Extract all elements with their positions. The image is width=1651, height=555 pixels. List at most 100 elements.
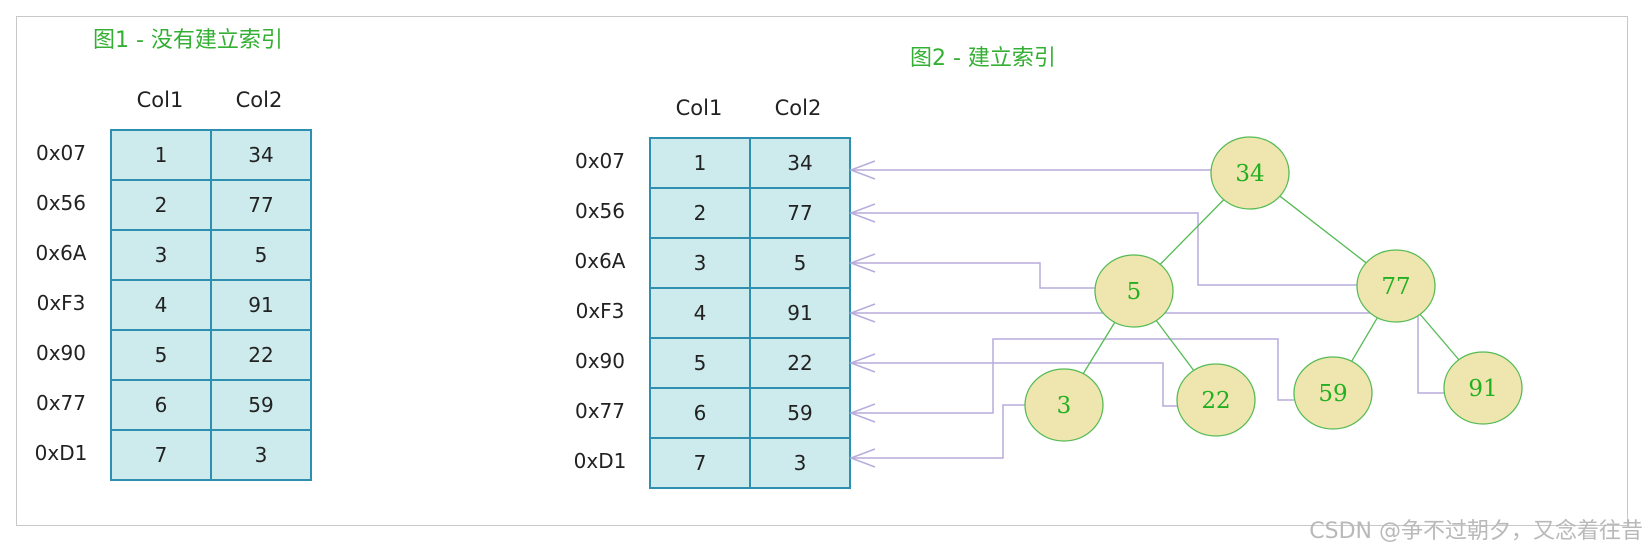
tree-node-circle [1210,136,1290,210]
figure1-cell-col2: 5 [210,229,312,281]
figure1-cell-col2: 3 [210,429,312,481]
figure1-cell-col1: 2 [110,179,212,231]
figure2-address-label: 0x90 [574,349,625,373]
watermark: CSDN @争不过朝夕，又念着往昔 [1309,519,1643,544]
figure1-cell-col2: 77 [210,179,312,231]
figure2-address-label: 0xD1 [573,449,627,473]
figure1-address-label: 0x77 [35,391,86,415]
figure2-cell-col1: 5 [649,337,751,389]
tree-edge-5-3 [1081,319,1117,377]
figure1-col1-header: Col1 [136,88,184,112]
tree-node-label: 34 [1235,161,1264,187]
tree-edge-34-77 [1276,193,1370,266]
figure2-cell-col2: 3 [749,437,851,489]
figure1-address-label: 0x56 [35,191,86,215]
pointer-arrowhead [848,303,876,323]
figure1-address-label: 0x07 [35,141,86,165]
tree-node-label: 91 [1468,376,1497,402]
tree-edge-5-22 [1153,317,1197,374]
figure2-address-label: 0x6A [574,249,626,273]
tree-node-3: 3 [1024,368,1104,442]
tree-node-5: 5 [1094,254,1174,328]
figure1-cell-col2: 22 [210,329,312,381]
pointer-arrowhead [848,160,876,180]
tree-edge-77-91 [1417,311,1462,363]
tree-node-circle [1176,363,1256,437]
figure2-address-label: 0x56 [574,199,625,223]
figure1-cell-col2: 91 [210,279,312,331]
pointer-line-77-to-0x56 [851,212,1357,286]
figure1-cell-col2: 34 [210,129,312,181]
tree-node-label: 77 [1381,274,1410,300]
figure-frame [16,16,1628,526]
figure1-address-label: 0x6A [35,241,87,265]
figure2-cell-col2: 34 [749,137,851,189]
pointer-arrowhead [848,448,876,468]
figure2-cell-col1: 1 [649,137,751,189]
figure2-address-label: 0x07 [574,149,625,173]
tree-node-circle [1094,254,1174,328]
figure1-cell-col1: 5 [110,329,212,381]
figure1-address-label: 0xF3 [36,291,86,315]
figure1-cell-col1: 3 [110,229,212,281]
figure2-cell-col2: 59 [749,387,851,439]
figure2-title: 图2 - 建立索引 [910,46,1056,71]
pointer-line-59-to-0x77 [851,338,1294,414]
pointer-arrowhead [848,353,876,373]
tree-node-label: 5 [1127,279,1142,305]
figure1-cell-col1: 7 [110,429,212,481]
figure2-cell-col2: 22 [749,337,851,389]
tree-node-circle [1293,356,1373,430]
tree-node-circle [1443,351,1523,425]
figure2-cell-col1: 7 [649,437,751,489]
tree-node-circle [1356,249,1436,323]
figure2-col1-header: Col1 [675,96,723,120]
pointer-arrowhead [848,253,876,273]
pointer-arrowhead [848,203,876,223]
tree-node-59: 59 [1293,356,1373,430]
figure1-address-label: 0x90 [35,341,86,365]
figure1-cell-col1: 6 [110,379,212,431]
pointer-line-3-to-0xD1 [851,404,1026,459]
tree-node-91: 91 [1443,351,1523,425]
figure2-cell-col2: 91 [749,287,851,339]
tree-node-34: 34 [1210,136,1290,210]
figure1-title: 图1 - 没有建立索引 [93,28,283,53]
figure1-cell-col1: 4 [110,279,212,331]
figure2-cell-col1: 3 [649,237,751,289]
tree-edge-77-59 [1349,314,1380,365]
tree-node-77: 77 [1356,249,1436,323]
figure2-cell-col1: 6 [649,387,751,439]
figure2-address-label: 0xF3 [575,299,625,323]
figure1-cell-col2: 59 [210,379,312,431]
pointer-line-22-to-0x90 [851,362,1178,407]
figure2-cell-col2: 5 [749,237,851,289]
pointer-line-5-to-0x6A [851,262,1096,289]
figure2-col2-header: Col2 [774,96,822,120]
tree-node-label: 22 [1201,388,1230,414]
tree-node-22: 22 [1176,363,1256,437]
figure1-col2-header: Col2 [235,88,283,112]
pointer-arrowhead [848,403,876,423]
figure2-address-label: 0x77 [574,399,625,423]
tree-edge-34-5 [1157,196,1227,268]
figure1-address-label: 0xD1 [34,441,88,465]
tree-node-circle [1024,368,1104,442]
figure2-cell-col1: 2 [649,187,751,239]
tree-node-label: 3 [1057,393,1072,419]
